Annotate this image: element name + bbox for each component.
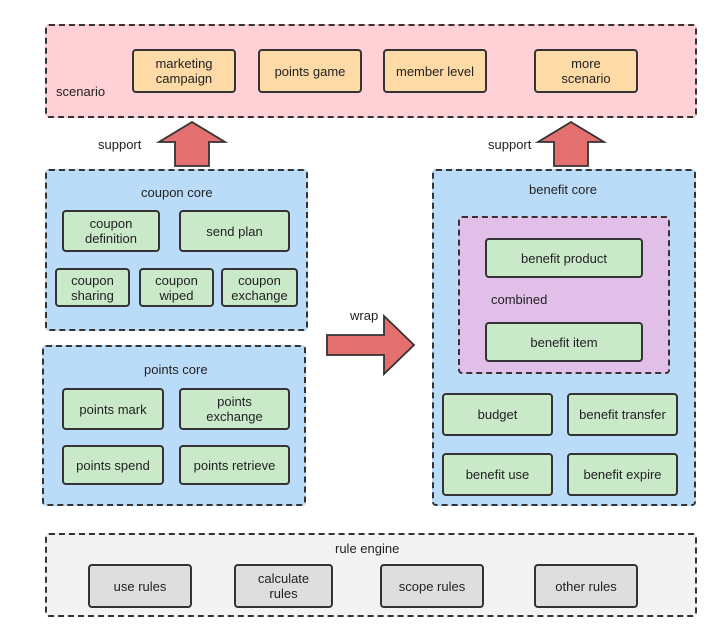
scenario-marketing-campaign: marketing campaign bbox=[132, 49, 236, 93]
points-exchange: points exchange bbox=[179, 388, 290, 430]
benefit-product: benefit product bbox=[485, 238, 643, 278]
benefit-budget: budget bbox=[442, 393, 553, 436]
support-arrow-right bbox=[534, 120, 608, 167]
wrap-label: wrap bbox=[350, 308, 379, 323]
coupon-core-title: coupon core bbox=[141, 185, 213, 200]
coupon-sharing: coupon sharing bbox=[55, 268, 130, 307]
rule-calculate-rules: calculate rules bbox=[234, 564, 333, 608]
wrap-arrow bbox=[326, 313, 416, 377]
points-mark: points mark bbox=[62, 388, 164, 430]
scenario-points-game: points game bbox=[258, 49, 362, 93]
rule-use-rules: use rules bbox=[88, 564, 192, 608]
benefit-use: benefit use bbox=[442, 453, 553, 496]
benefit-expire: benefit expire bbox=[567, 453, 678, 496]
rule-other-rules: other rules bbox=[534, 564, 638, 608]
combined-label: combined bbox=[491, 292, 548, 307]
scenario-member-level: member level bbox=[383, 49, 487, 93]
points-core-title: points core bbox=[144, 362, 208, 377]
support-arrow-left bbox=[155, 120, 229, 167]
points-spend: points spend bbox=[62, 445, 164, 485]
benefit-item: benefit item bbox=[485, 322, 643, 362]
rule-scope-rules: scope rules bbox=[380, 564, 484, 608]
coupon-definition: coupon definition bbox=[62, 210, 160, 252]
coupon-wiped: coupon wiped bbox=[139, 268, 214, 307]
rule-engine-title: rule engine bbox=[335, 541, 400, 556]
benefit-core-title: benefit core bbox=[529, 182, 597, 197]
scenario-more-scenario: more scenario bbox=[534, 49, 638, 93]
scenario-label: scenario bbox=[56, 84, 106, 99]
support-label-left: support bbox=[98, 137, 142, 152]
benefit-transfer: benefit transfer bbox=[567, 393, 678, 436]
coupon-send-plan: send plan bbox=[179, 210, 290, 252]
support-label-right: support bbox=[488, 137, 532, 152]
coupon-exchange: coupon exchange bbox=[221, 268, 298, 307]
points-retrieve: points retrieve bbox=[179, 445, 290, 485]
